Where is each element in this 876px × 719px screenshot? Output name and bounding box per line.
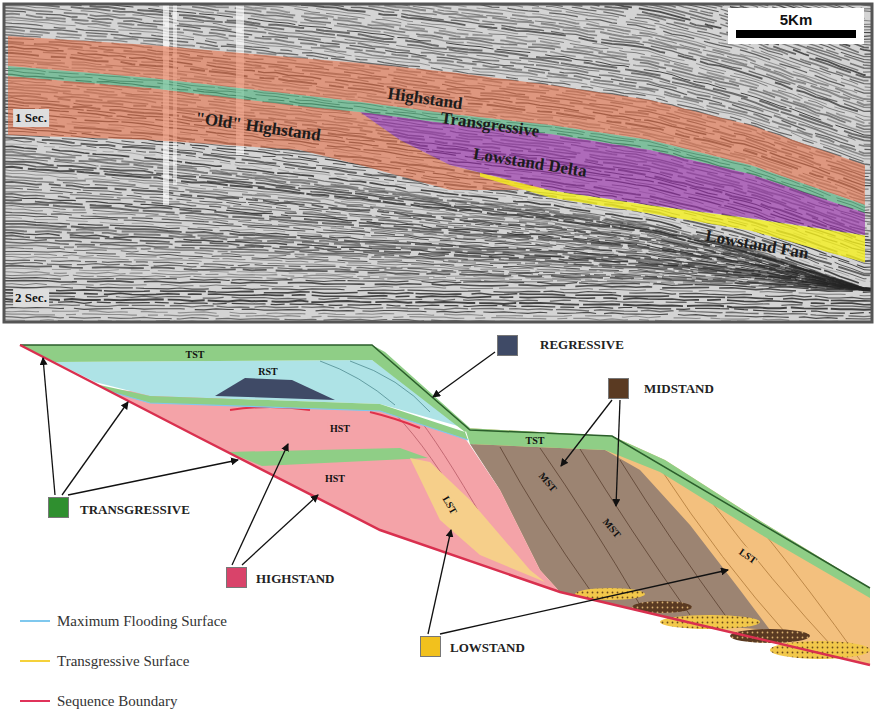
leader-arrows: [43, 352, 728, 634]
legend-swatch: [608, 378, 629, 399]
seismic-reflectors: [5, 5, 871, 321]
legend-swatch: [226, 567, 247, 588]
legend-text: Sequence Boundary: [57, 693, 177, 710]
scale-box: [728, 8, 864, 44]
legend-text: LOWSTAND: [450, 640, 525, 656]
tract-label: MST: [599, 514, 625, 542]
reflector-line: [5, 260, 871, 290]
legend-swatch: [420, 636, 441, 657]
tract-label: LST: [735, 544, 761, 568]
reflector-line: [5, 227, 871, 290]
reflector-line: [5, 268, 871, 290]
reflector-line: [5, 317, 871, 322]
legend-text: HIGHSTAND: [256, 571, 335, 587]
tract-label: HST: [328, 422, 352, 435]
seismic-band: Lowstand Delta: [360, 112, 865, 235]
time-label: 1 Sec.: [13, 109, 49, 127]
legend-swatch: [497, 335, 518, 356]
legend-line-sample: [20, 620, 50, 622]
tract-label: TST: [184, 348, 207, 361]
legend-text: REGRESSIVE: [540, 337, 624, 353]
legend-line-sample: [20, 660, 50, 662]
tract-label: LST: [439, 492, 462, 518]
tract-label: HST: [323, 472, 347, 485]
reflector-line: [5, 314, 871, 321]
reflector-line: [5, 251, 871, 289]
scale-label: 5Km: [780, 11, 813, 28]
legend-line-sample: [20, 700, 50, 702]
sequence-schematic: [20, 345, 870, 665]
time-label: 2 Sec.: [13, 289, 49, 307]
band-shape: [360, 112, 865, 235]
legend-text: Maximum Flooding Surface: [57, 613, 227, 630]
legend-text: MIDSTAND: [644, 381, 714, 397]
legend-text: TRANSGRESSIVE: [80, 502, 190, 518]
reflector-line: [5, 311, 871, 321]
reflector-line: [5, 272, 871, 290]
tract-label: MST: [535, 468, 561, 496]
seismic-band: Lowstand Fan: [480, 173, 865, 263]
legend-text: Transgressive Surface: [57, 653, 189, 670]
tract-label: RST: [256, 365, 279, 378]
reflector-line: [5, 281, 871, 293]
reflector-line: [5, 266, 871, 291]
scale-bar: [736, 30, 856, 38]
seismic-frame: [4, 4, 872, 322]
reflector-line: [5, 224, 871, 289]
tract-label: TST: [524, 434, 547, 447]
legend-swatch: [48, 497, 69, 518]
